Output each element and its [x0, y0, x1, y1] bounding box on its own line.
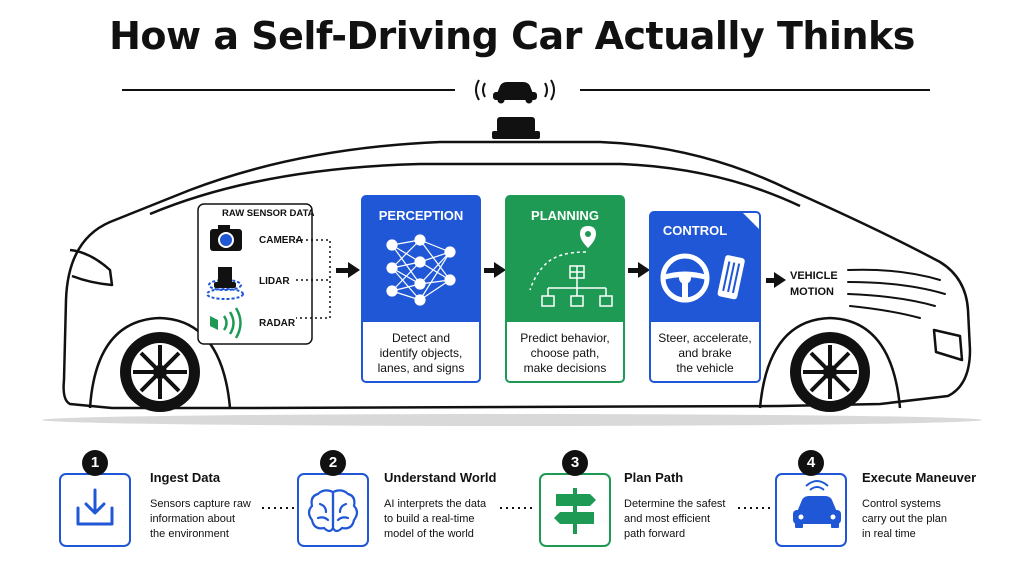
step-2-title: Understand World	[384, 470, 497, 485]
ground-shadow	[42, 414, 982, 426]
sensor-label-lidar: LIDAR	[259, 276, 290, 287]
car-body	[62, 140, 972, 410]
step-4-title: Execute Maneuver	[862, 470, 977, 485]
flow-arrows	[336, 262, 786, 288]
sensor-heading: RAW SENSOR DATA	[222, 208, 315, 219]
rear-wheel	[758, 316, 902, 412]
lidar-icon	[206, 267, 244, 300]
step-number-4: 4	[798, 450, 824, 476]
sensor-label-camera: CAMERA	[259, 235, 303, 246]
front-wheel	[88, 316, 232, 412]
planning-panel	[505, 195, 625, 383]
control-title: CONTROL	[662, 223, 728, 238]
radar-icon	[210, 307, 242, 339]
step-1-title: Ingest Data	[150, 470, 221, 485]
roof-lidar-sensor	[492, 117, 540, 139]
page-title: How a Self-Driving Car Actually Thinks	[109, 14, 915, 58]
brain-icon	[307, 489, 359, 533]
sensor-connectors	[296, 239, 331, 319]
motion-lines	[847, 268, 946, 319]
step-number-2: 2	[320, 450, 346, 476]
signpost-icon	[554, 488, 596, 534]
step-3-title: Plan Path	[624, 470, 684, 485]
step-number-3: 3	[562, 450, 588, 476]
car-signal-icon	[793, 480, 841, 528]
neural-network-icon	[386, 234, 456, 306]
planning-desc: Predict behavior,choose path,make decisi…	[520, 331, 610, 375]
download-icon	[76, 488, 114, 526]
perception-title: PERCEPTION	[378, 208, 464, 223]
planning-title: PLANNING	[531, 208, 599, 223]
step-number-1: 1	[82, 450, 108, 476]
connected-car-icon	[475, 79, 555, 104]
path-planning-icon	[529, 226, 613, 307]
steering-pedals-icon	[660, 253, 745, 303]
vehicle-motion-label: VEHICLE MOTION	[790, 270, 838, 298]
sensor-label-radar: RADAR	[259, 318, 296, 329]
camera-icon	[210, 225, 242, 251]
